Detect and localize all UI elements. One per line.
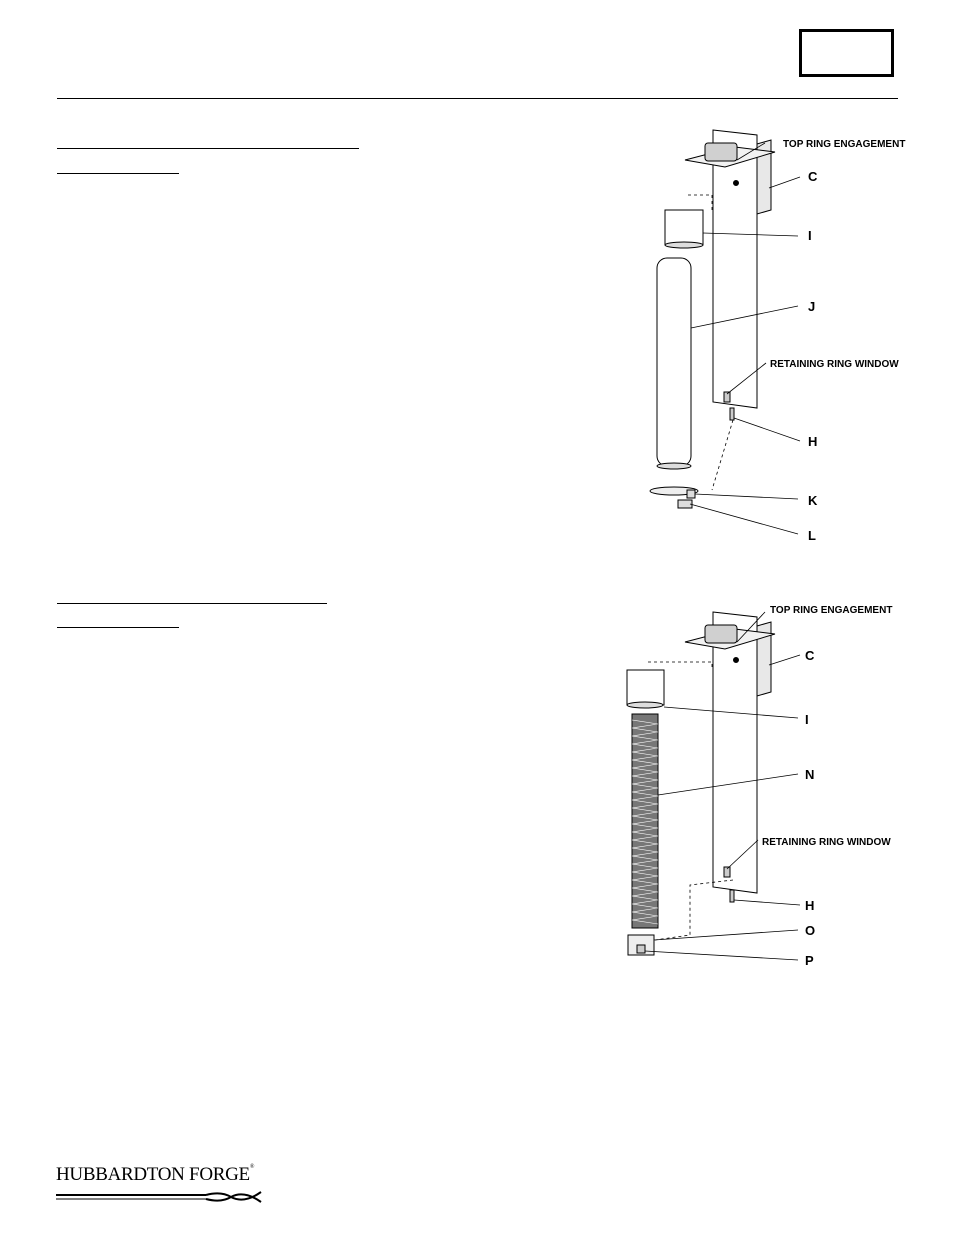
tongs-icon [56, 1191, 262, 1203]
callout-n: N [805, 767, 814, 782]
section-subtitle-underline [57, 627, 179, 628]
callout-top-ring-engagement: TOP RING ENGAGEMENT [770, 605, 892, 616]
callout-top-ring-engagement: TOP RING ENGAGEMENT [783, 139, 905, 150]
backplate [712, 129, 758, 409]
callout-h: H [805, 898, 814, 913]
callout-l: L [808, 528, 816, 543]
callout-i: I [805, 712, 809, 727]
part-n-pleated-shade [631, 713, 659, 929]
retaining-window-pin [723, 866, 731, 878]
callout-c: C [805, 648, 815, 663]
assembly-diagram-pleated-shade: TOP RING ENGAGEMENT C I N RETAINING RING… [626, 605, 892, 968]
mounting-screw [733, 657, 739, 663]
part-j-glass-cylinder [656, 257, 692, 467]
registered-mark: ® [249, 1164, 255, 1170]
callout-c: C [808, 169, 818, 184]
top-cap [704, 624, 738, 644]
callout-k: K [808, 493, 818, 508]
callout-retaining-ring-window: RETAINING RING WINDOW [770, 359, 899, 370]
part-l-retainer [677, 499, 693, 509]
part-p-retainer [636, 944, 646, 954]
section-title-underline [57, 148, 359, 149]
assembly-diagram-glass-cylinder: TOP RING ENGAGEMENT C I J RETAINING RING… [649, 129, 905, 543]
section-subtitle-underline [57, 173, 179, 174]
callout-o: O [805, 923, 815, 938]
part-i-shade-cap [664, 209, 704, 246]
callout-j: J [808, 299, 815, 314]
mounting-screw [733, 180, 739, 186]
part-h-pin [729, 889, 735, 903]
hubbardton-forge-logo: HUBBARDTON FORGE® [56, 1164, 266, 1210]
top-cap [704, 142, 738, 162]
backplate [712, 611, 758, 894]
callout-p: P [805, 953, 814, 968]
retaining-window-pin [723, 391, 731, 403]
section-title-underline [57, 603, 327, 604]
callout-h: H [808, 434, 817, 449]
part-k-bottom-ring [649, 486, 699, 496]
logo-text: HUBBARDTON FORGE [56, 1164, 250, 1185]
part-h-pin [729, 407, 735, 421]
part-i-shade-cap [626, 669, 665, 706]
header-rule [57, 98, 898, 99]
callout-i: I [808, 228, 812, 243]
callout-retaining-ring-window: RETAINING RING WINDOW [762, 837, 891, 848]
page-number-box [799, 29, 894, 77]
